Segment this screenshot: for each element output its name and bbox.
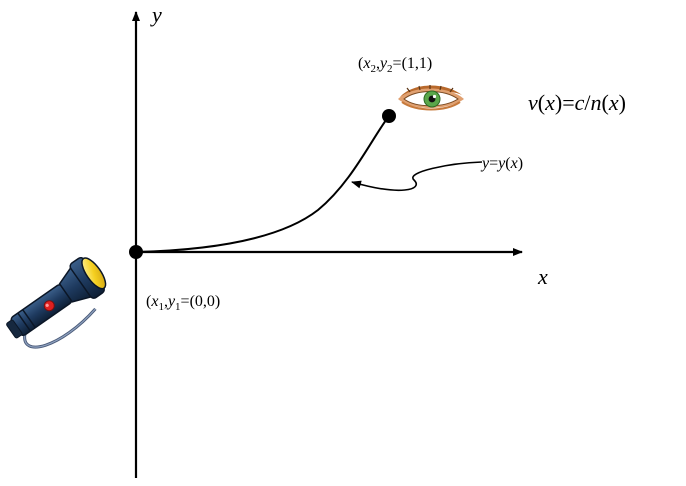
end-point [382,109,396,123]
x-axis-label: x [537,264,548,289]
curve-label-arrow [351,161,483,192]
end-point-label: (x2,y2=(1,1) [358,55,432,75]
y-axis-label: y [150,2,162,27]
light-path-curve [135,115,390,253]
speed-equation: v(x)=c/n(x) [528,90,626,115]
start-point [129,245,143,259]
eye-icon [398,85,464,111]
start-point-label: (x1,y1=(0,0) [146,293,220,313]
flashlight-icon [6,256,107,349]
curve-label: y=y(x) [480,155,523,172]
